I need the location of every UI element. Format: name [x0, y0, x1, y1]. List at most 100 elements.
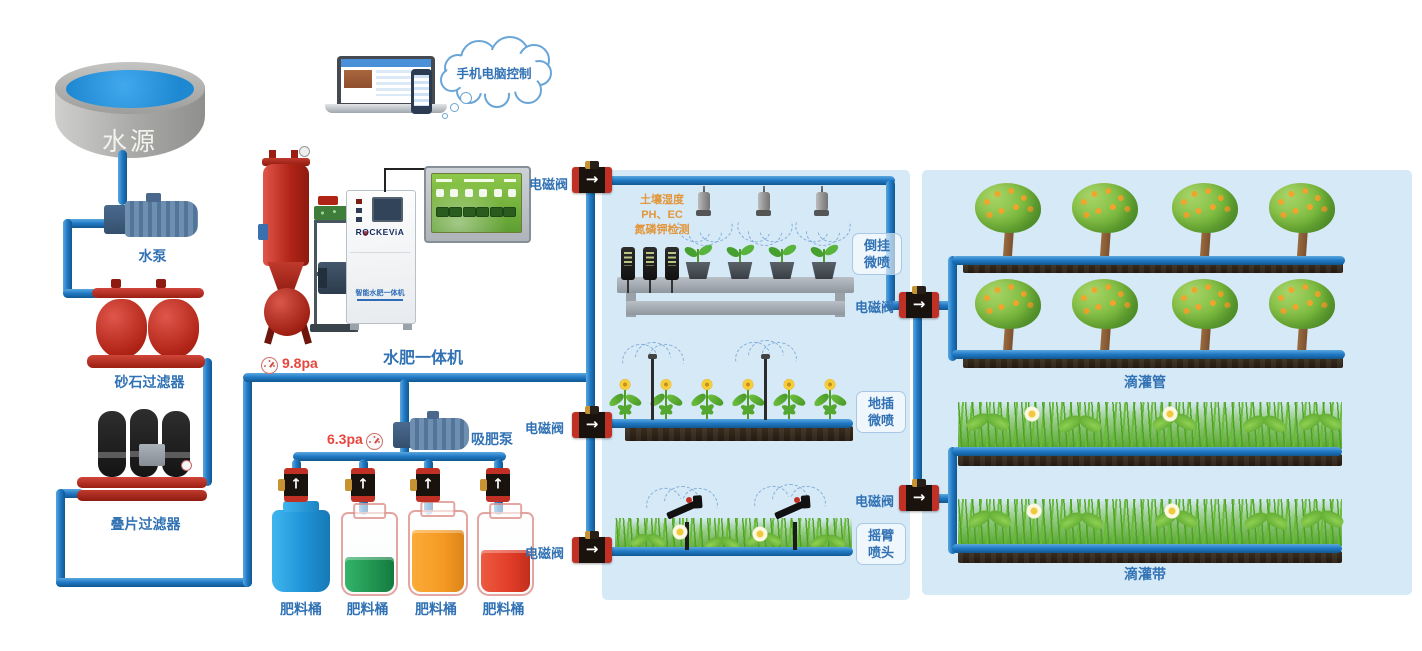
fruit-tree [1072, 183, 1138, 261]
solenoid-valve-icon[interactable] [899, 485, 939, 511]
pipe [243, 377, 252, 587]
solenoid-valve-icon[interactable] [572, 412, 612, 438]
flower-bloom [1164, 503, 1180, 519]
monitor-icon[interactable] [464, 189, 473, 197]
barrel-liquid [481, 550, 530, 592]
flower-plant [649, 378, 683, 424]
soil-bed [625, 426, 853, 441]
monitor-button[interactable] [476, 207, 490, 217]
monitor-button[interactable] [449, 207, 463, 217]
pipe-drip-row1 [952, 256, 1345, 265]
flower-plant [731, 378, 765, 424]
flower-bloom [752, 526, 768, 542]
cabinet-foot [350, 322, 359, 330]
sand-filter-valve-knob [111, 279, 121, 288]
pipe [886, 301, 904, 310]
water-source-label: 水源 [101, 128, 158, 156]
monitor-button[interactable] [489, 207, 503, 217]
frame-board [314, 206, 348, 220]
monitor-button[interactable] [462, 207, 476, 217]
monitor-icon[interactable] [479, 189, 488, 197]
monitor-icon[interactable] [493, 189, 502, 197]
monitor-button-row [436, 207, 516, 217]
flower-bloom [1026, 503, 1042, 519]
hanging-sprayer-icon [814, 186, 829, 218]
monitor-icon[interactable] [436, 189, 444, 197]
machine-tank-stub [269, 150, 276, 160]
rocker-sprinkler-icon [666, 494, 708, 550]
fertilizer-barrel-label: 肥料桶 [415, 601, 457, 617]
sand-filter-top-manifold [92, 288, 204, 298]
soil-sensor-probe [621, 247, 635, 293]
suction-pump-label: 吸肥泵 [471, 431, 513, 447]
soil-bed [963, 262, 1343, 273]
disc-filter-gauge-icon [181, 460, 192, 471]
pump-head [104, 205, 129, 234]
soil-bed [958, 551, 1342, 563]
flower-bloom [672, 524, 688, 540]
barrel-check-valve[interactable] [486, 468, 510, 502]
pressure-gauge-icon [261, 357, 278, 374]
solenoid-valve-icon[interactable] [572, 167, 612, 193]
barrel-liquid [412, 529, 464, 592]
flower-plant [608, 378, 642, 424]
spray-arcs [737, 214, 791, 244]
cabinet-underline [357, 299, 403, 301]
cabinet-button[interactable] [356, 208, 362, 213]
soil-bed [963, 356, 1343, 368]
pump-lug [146, 192, 162, 202]
fertilizer-barrel-green [341, 512, 398, 596]
flower-plant [813, 378, 847, 424]
solenoid-valve-label: 电磁阀 [525, 421, 565, 436]
monitor-screen[interactable] [431, 173, 522, 233]
cabinet-button[interactable] [356, 217, 362, 222]
fruit-tree [975, 279, 1041, 357]
fertilizer-pressure-value: 6.3pa [327, 431, 363, 447]
monitor-button[interactable] [436, 207, 449, 217]
machine-tank-topbar [262, 158, 310, 166]
monitor-icon[interactable] [450, 189, 459, 197]
monitor-icon[interactable] [507, 189, 516, 197]
pump-body [124, 200, 198, 237]
machine-tank-sphere [264, 288, 310, 336]
pipe-fertilizer-manifold [293, 452, 506, 461]
monitor-button[interactable] [502, 207, 516, 217]
soil-sensor-probe [665, 247, 679, 293]
cloud-body [447, 50, 541, 94]
machine-brand: ROCKEViA [355, 227, 405, 237]
seedling [1300, 497, 1344, 527]
seedling [968, 497, 1012, 527]
pressure-gauge-icon [366, 433, 383, 450]
pipe-main-line [243, 373, 593, 382]
solenoid-valve-icon[interactable] [572, 537, 612, 563]
fruit-tree [1172, 279, 1238, 357]
fruit-tree [975, 183, 1041, 261]
fruit-tree [1172, 183, 1238, 261]
barrel-check-valve[interactable] [351, 468, 375, 502]
remote-control-label: 手机电脑控制 [456, 67, 532, 81]
spray-arcs [677, 214, 731, 244]
pipe [931, 494, 953, 503]
pipe-to-suction-pump [400, 379, 409, 459]
cabinet-screen[interactable] [372, 197, 403, 222]
pipe [494, 459, 503, 474]
barrel-check-valve[interactable] [416, 468, 440, 502]
monitor-cable [384, 168, 386, 192]
pipe [56, 489, 65, 587]
disc-filter-capsule [130, 409, 158, 477]
soil-sensor-probe [643, 247, 657, 293]
pipe [63, 219, 116, 228]
phone-screen[interactable] [414, 75, 429, 106]
cabinet-button[interactable] [356, 199, 362, 204]
flower-bloom [1162, 406, 1178, 422]
flower-plant [690, 378, 724, 424]
pipe-rocker [592, 547, 853, 556]
solenoid-valve-icon[interactable] [899, 292, 939, 318]
pipe-intervalve [913, 306, 922, 498]
main-pressure-value: 9.8pa [282, 355, 318, 371]
monitor-icon-row [436, 189, 516, 198]
pipe-distributor [586, 176, 595, 556]
barrel-check-valve[interactable] [284, 468, 308, 502]
hanging-spray-label: 倒挂 微喷 [852, 233, 902, 275]
potted-plant [808, 241, 839, 279]
